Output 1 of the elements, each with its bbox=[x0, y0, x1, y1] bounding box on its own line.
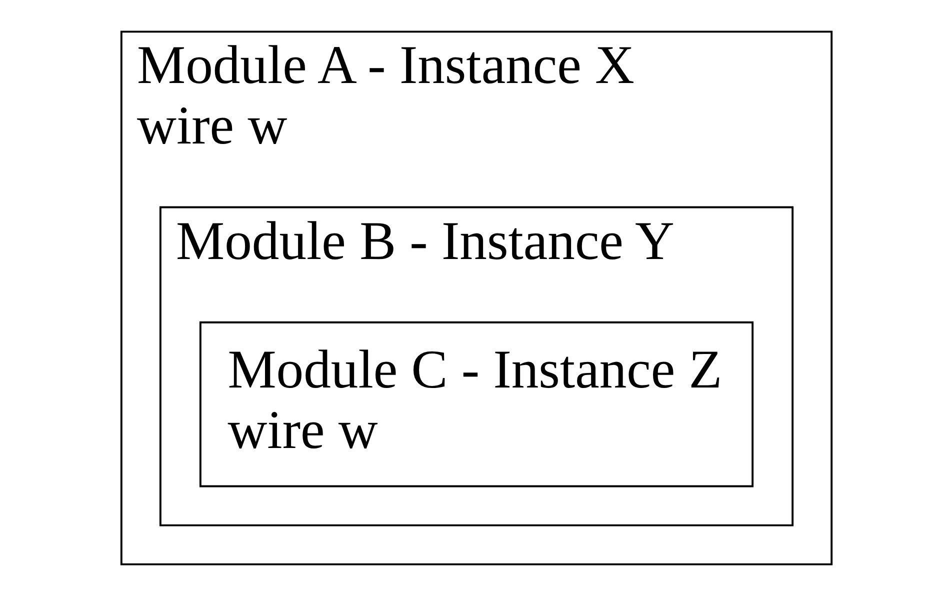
node-box: Module C - Instance Z wire w bbox=[198, 321, 754, 488]
